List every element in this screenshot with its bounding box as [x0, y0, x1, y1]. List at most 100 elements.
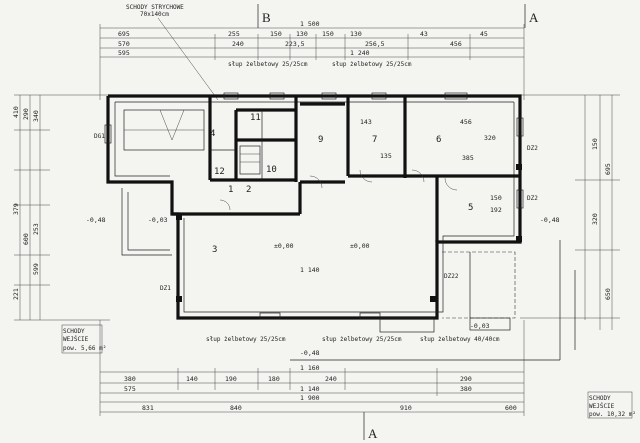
svg-text:-0,03: -0,03	[470, 322, 490, 330]
section-a-label-bottom: A	[368, 426, 378, 441]
svg-text:WEJŚCIE: WEJŚCIE	[63, 336, 89, 343]
svg-text:DZ2: DZ2	[527, 195, 538, 202]
svg-text:-0,03: -0,03	[148, 216, 168, 224]
svg-text:135: 135	[380, 152, 392, 160]
room-number: 1	[228, 185, 233, 195]
svg-text:SCHODY STRYCHOWE: SCHODY STRYCHOWE	[126, 4, 184, 11]
room-number: 10	[266, 165, 277, 175]
svg-text:DZ22: DZ22	[444, 273, 459, 280]
svg-text:190: 190	[225, 375, 237, 383]
svg-text:410: 410	[12, 106, 20, 118]
svg-text:831: 831	[142, 404, 154, 412]
exterior-walls	[106, 94, 522, 320]
svg-text:595: 595	[118, 49, 130, 57]
lintel-label-1: słup żelbetowy 25/25cm	[228, 61, 308, 68]
lintel-label-3: słup żelbetowy 25/25cm	[206, 336, 286, 343]
svg-text:340: 340	[32, 110, 40, 122]
svg-text:600: 600	[22, 233, 30, 245]
top-dimensions: 1 500 695 255 150 130 150 130 43 45 570 …	[99, 20, 525, 100]
room-numbers: 1 2 3 4 5 6 7 9 10 11 12	[210, 113, 473, 255]
bottom-dimensions: 1 160 380 140 190 180 240 290 575 1 140 …	[99, 320, 525, 416]
svg-text:SCHODY: SCHODY	[63, 328, 85, 335]
svg-text:1 160: 1 160	[300, 364, 320, 372]
room-number: 12	[214, 167, 225, 177]
door-tags: DG1 DZ2 DZ2 DZ1 DZ22	[94, 133, 538, 292]
section-a-label-top: A	[529, 10, 539, 25]
svg-text:pow. 5,66 m²: pow. 5,66 m²	[63, 345, 106, 352]
svg-text:256,5: 256,5	[365, 40, 385, 48]
level-marks: -0,48 ±0,00 ±0,00 -0,48 -0,48 -0,03 -0,0…	[86, 216, 560, 357]
svg-text:-0,48: -0,48	[300, 349, 320, 357]
svg-text:290: 290	[460, 375, 472, 383]
svg-text:320: 320	[484, 134, 496, 142]
svg-text:130: 130	[296, 30, 308, 38]
lintel-label-5: słup żelbetowy 40/40cm	[420, 336, 500, 343]
svg-text:650: 650	[604, 288, 612, 300]
svg-text:255: 255	[228, 30, 240, 38]
svg-text:695: 695	[604, 163, 612, 175]
svg-text:-0,48: -0,48	[540, 216, 560, 224]
svg-text:SCHODY: SCHODY	[589, 395, 611, 402]
door-swings	[219, 169, 458, 211]
left-dimensions: 410 290 340 379 600 253 599 221	[12, 94, 110, 321]
svg-text:910: 910	[400, 404, 412, 412]
section-b-label-top: B	[262, 10, 271, 25]
svg-text:840: 840	[230, 404, 242, 412]
room-area-labels: 456 320 385 143 135 1 140 150 192	[300, 118, 502, 274]
svg-text:43: 43	[420, 30, 428, 38]
room-number: 7	[372, 135, 377, 145]
svg-text:150: 150	[270, 30, 282, 38]
svg-text:192: 192	[490, 206, 502, 214]
svg-text:-0,48: -0,48	[86, 216, 106, 224]
svg-text:150: 150	[591, 138, 599, 150]
right-stair-callout: SCHODY WEJŚCIE pow. 10,32 m²	[587, 391, 636, 419]
svg-text:575: 575	[124, 385, 136, 393]
svg-text:385: 385	[462, 154, 474, 162]
svg-text:1 140: 1 140	[300, 385, 320, 393]
svg-text:379: 379	[12, 203, 20, 215]
svg-text:150: 150	[322, 30, 334, 38]
interior-walls	[172, 96, 520, 242]
svg-text:599: 599	[32, 263, 40, 275]
garage-pattern	[123, 109, 261, 175]
svg-text:456: 456	[450, 40, 462, 48]
room-number: 11	[250, 113, 261, 123]
svg-text:45: 45	[480, 30, 488, 38]
section-markers: B A A	[257, 4, 539, 441]
svg-text:380: 380	[124, 375, 136, 383]
svg-text:695: 695	[118, 30, 130, 38]
svg-text:DZ1: DZ1	[160, 285, 171, 292]
room-number: 2	[246, 185, 251, 195]
lintel-label-2: słup żelbetowy 25/25cm	[332, 61, 412, 68]
svg-text:456: 456	[460, 118, 472, 126]
terraces	[121, 188, 576, 361]
svg-text:143: 143	[360, 118, 372, 126]
svg-text:253: 253	[32, 223, 40, 235]
svg-text:320: 320	[591, 213, 599, 225]
svg-text:240: 240	[325, 375, 337, 383]
svg-text:140: 140	[186, 375, 198, 383]
svg-text:240: 240	[232, 40, 244, 48]
room-number: 3	[212, 245, 217, 255]
svg-text:180: 180	[268, 375, 280, 383]
svg-text:130: 130	[350, 30, 362, 38]
right-dimensions: 695 150 320 650	[520, 94, 620, 330]
svg-text:290: 290	[22, 108, 30, 120]
svg-text:600: 600	[505, 404, 517, 412]
left-stair-callout: SCHODY WEJŚCIE pow. 5,66 m²	[61, 324, 106, 354]
svg-text:WEJŚCIE: WEJŚCIE	[589, 403, 615, 410]
svg-text:380: 380	[460, 385, 472, 393]
svg-text:±0,00: ±0,00	[274, 242, 294, 250]
svg-text:1 900: 1 900	[300, 394, 320, 402]
room-number: 9	[318, 135, 323, 145]
lintel-label-4: słup żelbetowy 25/25cm	[322, 336, 402, 343]
svg-text:570: 570	[118, 40, 130, 48]
svg-text:1 500: 1 500	[300, 20, 320, 28]
svg-text:223,5: 223,5	[285, 40, 305, 48]
svg-text:DZ2: DZ2	[527, 145, 538, 152]
room-number: 5	[468, 203, 473, 213]
room-number: 6	[436, 135, 441, 145]
svg-text:150: 150	[490, 194, 502, 202]
svg-text:70x140cm: 70x140cm	[140, 11, 169, 18]
